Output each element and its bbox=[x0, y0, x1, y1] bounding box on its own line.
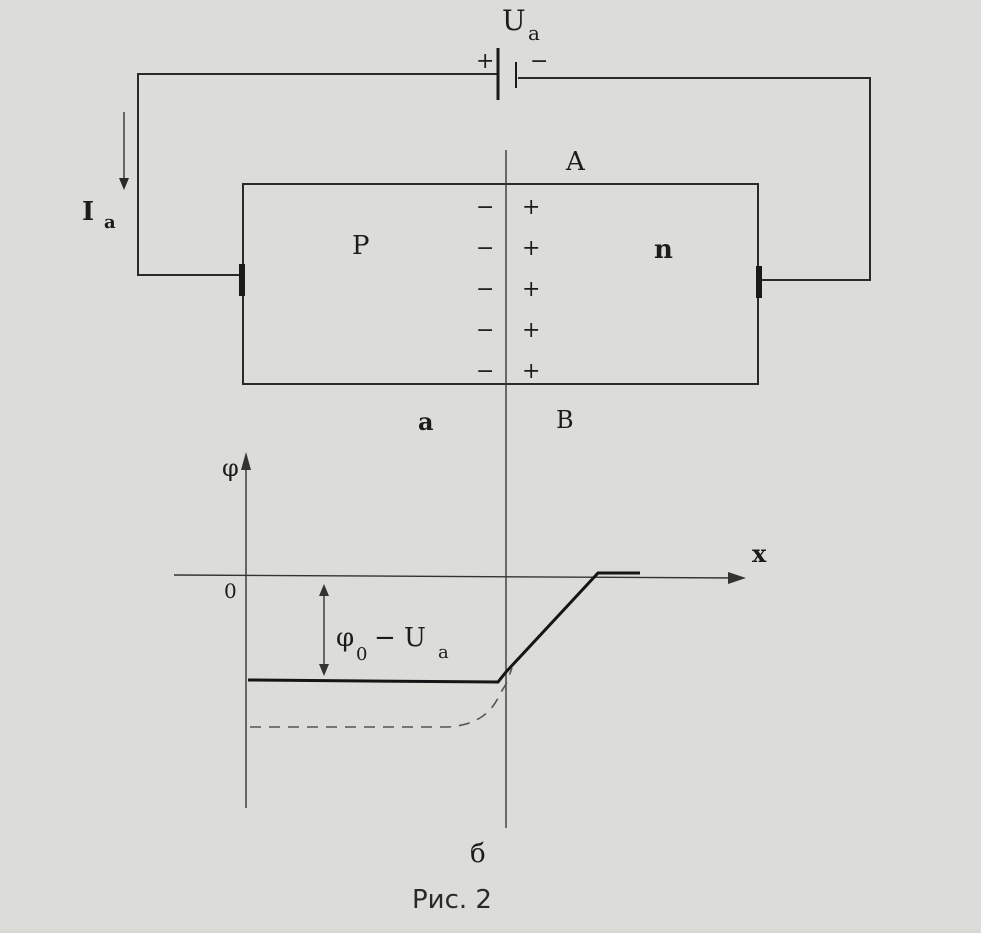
junction-bottom-label: B bbox=[556, 406, 574, 434]
current-indicator: I a bbox=[82, 112, 129, 233]
barrier-label-minus-u: − U bbox=[374, 623, 426, 653]
negative-charge-sign: − bbox=[476, 277, 494, 302]
circuit-wires bbox=[137, 73, 871, 281]
barrier-arrow-top bbox=[319, 584, 329, 596]
voltage-symbol: U bbox=[502, 4, 526, 37]
potential-curve-equilibrium bbox=[250, 667, 513, 728]
negative-charge-sign: − bbox=[476, 236, 494, 261]
x-axis-arrowhead bbox=[728, 572, 746, 584]
negative-charge-sign: − bbox=[476, 195, 494, 220]
battery-plus-sign: + bbox=[476, 49, 494, 74]
battery-symbol: + − bbox=[476, 48, 548, 100]
potential-graph: φ x 0 φ 0 − U a bbox=[173, 452, 767, 808]
current-arrow-head bbox=[119, 178, 129, 190]
barrier-arrow-bottom bbox=[319, 664, 329, 676]
negative-charge-sign: − bbox=[476, 318, 494, 343]
origin-label: 0 bbox=[224, 579, 237, 603]
barrier-label-sub-a: a bbox=[438, 642, 449, 663]
part-b-label: б bbox=[470, 839, 486, 869]
figure-caption: Рис. 2 bbox=[412, 885, 492, 915]
positive-charge-sign: + bbox=[522, 277, 540, 302]
p-region-label: P bbox=[352, 231, 370, 261]
battery-minus-sign: − bbox=[530, 49, 548, 74]
barrier-label-phi: φ bbox=[336, 623, 354, 653]
positive-charge-sign: + bbox=[522, 236, 540, 261]
potential-curve-forward bbox=[247, 571, 640, 684]
n-region-label: n bbox=[654, 235, 673, 265]
positive-charge-sign: + bbox=[522, 318, 540, 343]
x-axis-label: x bbox=[752, 539, 767, 568]
semiconductor-block: P n A B bbox=[239, 147, 762, 434]
junction-top-label: A bbox=[565, 147, 586, 177]
positive-charge-sign: + bbox=[522, 359, 540, 384]
x-axis bbox=[173, 574, 741, 579]
negative-charge-sign: − bbox=[476, 359, 494, 384]
barrier-label-sub0: 0 bbox=[356, 644, 367, 665]
positive-charge-sign: + bbox=[522, 195, 540, 220]
voltage-subscript: a bbox=[528, 21, 540, 45]
crystal-rectangle bbox=[242, 183, 759, 385]
right-contact bbox=[756, 266, 762, 298]
wire-right bbox=[518, 77, 871, 281]
y-axis-label: φ bbox=[222, 454, 239, 482]
part-a-label: a bbox=[418, 407, 434, 436]
wire-left bbox=[137, 73, 498, 276]
space-charge-signs: − + − + − + − + − + bbox=[476, 195, 540, 384]
current-subscript: a bbox=[104, 212, 116, 233]
y-axis-arrowhead bbox=[241, 452, 251, 470]
voltage-label: U a bbox=[502, 4, 540, 45]
current-symbol: I bbox=[82, 197, 94, 227]
left-contact bbox=[239, 264, 245, 296]
